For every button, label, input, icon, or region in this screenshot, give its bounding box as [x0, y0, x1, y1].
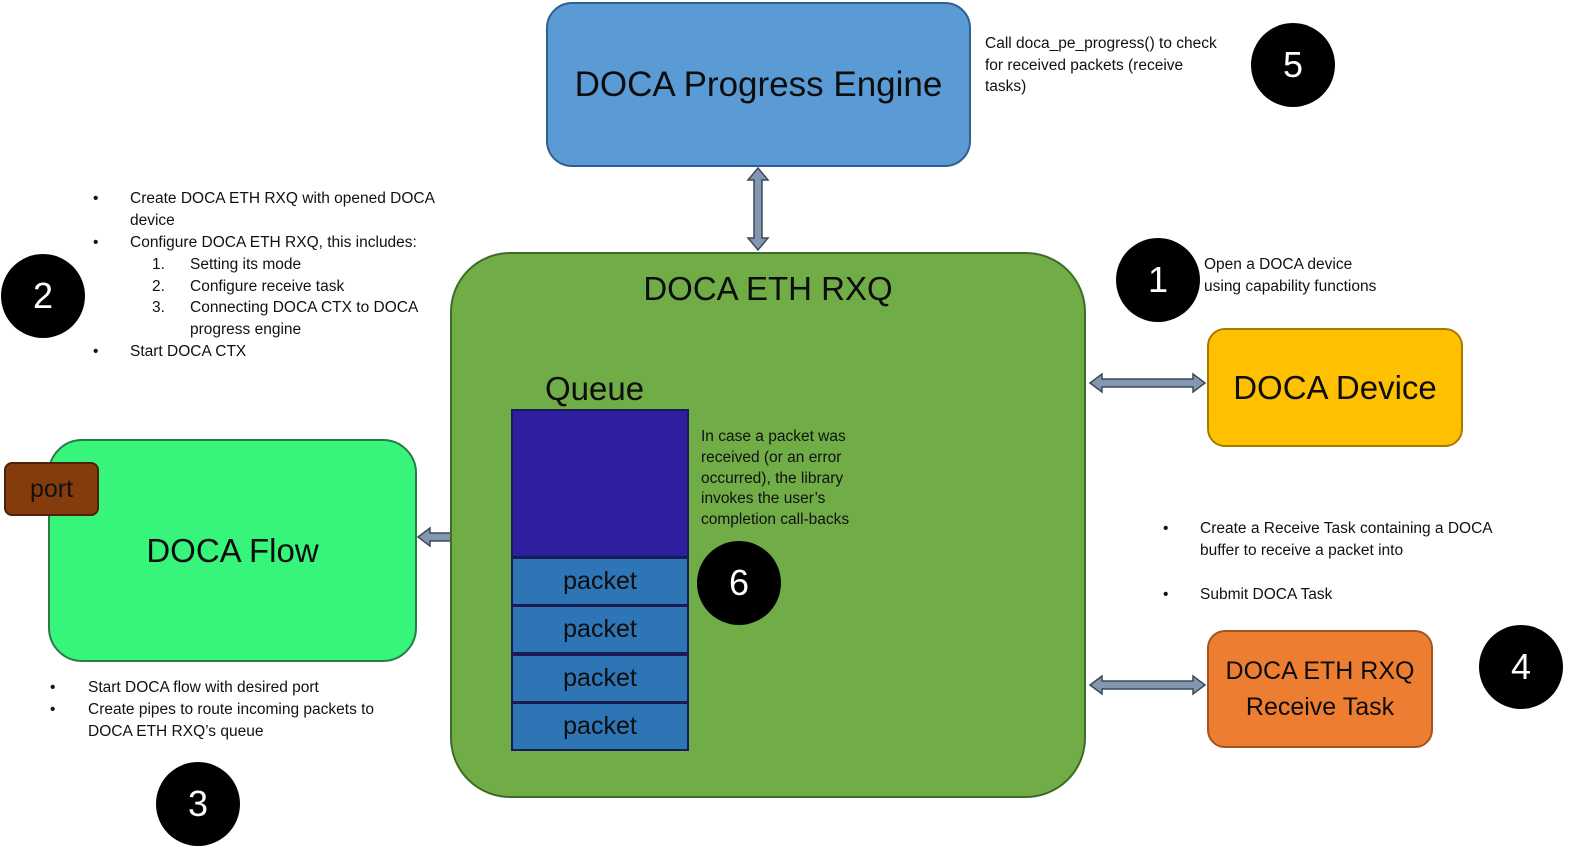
step2-bullet-3: Start DOCA CTX	[130, 343, 247, 360]
step2-item-2: Configure receive task	[190, 278, 345, 295]
bullet-glyph: •	[93, 343, 99, 360]
packet-slot-2: packet	[511, 605, 689, 654]
doca-device-box: DOCA Device	[1207, 328, 1463, 447]
step-badge-number: 5	[1282, 44, 1304, 85]
bullet-glyph: •	[1163, 586, 1169, 603]
step6-note-line: received (or an error	[701, 448, 842, 466]
step6-note-line: completion call-backs	[701, 511, 850, 529]
step2-item-1: Setting its mode	[190, 256, 302, 273]
port-label: port	[29, 474, 74, 503]
packet-label: packet	[563, 567, 637, 595]
step-badge-2: 2	[1, 254, 85, 338]
receive-task-label-line1: DOCA ETH RXQ	[1225, 657, 1415, 685]
bullet-glyph: •	[93, 190, 99, 207]
bullet-glyph: •	[93, 234, 99, 251]
doca-flow-box: DOCA Flow	[48, 439, 417, 662]
bullet-glyph: •	[50, 679, 56, 696]
step2-num-3: 3.	[152, 299, 165, 316]
doca-flow-label: DOCA Flow	[146, 531, 319, 569]
step-badge-number: 3	[187, 783, 209, 824]
step-badge-6: 6	[697, 541, 781, 625]
queue-label: Queue	[545, 370, 645, 407]
step5-note: Call doca_pe_progress() to check for rec…	[985, 33, 1217, 98]
step-badge-1: 1	[1116, 238, 1200, 322]
step-badge-number: 1	[1147, 259, 1169, 300]
step4-bullet-2: Submit DOCA Task	[1200, 586, 1333, 603]
progress-engine-box: DOCA Progress Engine	[546, 2, 971, 167]
packet-label: packet	[563, 664, 637, 692]
step-badge-3: 3	[156, 762, 240, 846]
step2-num-1: 1.	[152, 256, 165, 273]
step-badge-number: 2	[32, 275, 54, 316]
step1-note-line: using capability functions	[1204, 277, 1377, 295]
step1-note: Open a DOCA device using capability func…	[1204, 254, 1376, 297]
step3-bullet-2: Create pipes to route incoming packets t…	[88, 701, 375, 718]
packet-slot-3: packet	[511, 654, 689, 703]
step-badge-number: 6	[728, 562, 750, 603]
packet-slot-1: packet	[511, 557, 689, 606]
step4-bullet-1-cont: buffer to receive a packet into	[1200, 542, 1404, 559]
step1-note-line: Open a DOCA device	[1204, 256, 1353, 273]
step2-bullet-2: Configure DOCA ETH RXQ, this includes:	[130, 234, 417, 251]
eth-rxq-label: DOCA ETH RXQ	[643, 270, 893, 307]
port-box: port	[4, 462, 99, 516]
step2-num-2: 2.	[152, 278, 165, 295]
arrow-pe-rxq	[746, 166, 770, 252]
receive-task-label-line2: Receive Task	[1245, 693, 1395, 721]
receive-task-box: DOCA ETH RXQ Receive Task	[1207, 630, 1433, 748]
arrow-rxq-device	[1088, 372, 1207, 394]
arrow-rxq-task	[1088, 674, 1207, 696]
step3-bullet-2-cont: DOCA ETH RXQ’s queue	[88, 723, 264, 740]
step-badge-number: 4	[1510, 646, 1532, 687]
step5-note-line: tasks)	[985, 78, 1027, 95]
step4-bullet-1: Create a Receive Task containing a DOCA	[1200, 520, 1493, 537]
step3-bullet-1: Start DOCA flow with desired port	[88, 679, 319, 696]
step6-note-line: occurred), the library	[701, 469, 844, 487]
step5-note-line: for received packets (receive	[985, 56, 1184, 74]
queue-buffer	[511, 409, 689, 558]
step2-item-3-cont: progress engine	[190, 321, 302, 338]
bullet-glyph: •	[50, 701, 56, 718]
step6-note-line: In case a packet was	[701, 428, 846, 445]
packet-label: packet	[563, 615, 637, 643]
packet-slot-4: packet	[511, 702, 689, 751]
step6-note: In case a packet was received (or an err…	[701, 427, 849, 531]
step2-item-3: Connecting DOCA CTX to DOCA	[190, 299, 419, 316]
step5-note-line: Call doca_pe_progress() to check	[985, 35, 1217, 52]
step-badge-5: 5	[1251, 23, 1335, 107]
step-badge-4: 4	[1479, 625, 1563, 709]
bullet-glyph: •	[1163, 520, 1169, 537]
doca-device-label: DOCA Device	[1233, 368, 1437, 406]
progress-engine-label: DOCA Progress Engine	[574, 64, 943, 104]
step2-bullet-1: Create DOCA ETH RXQ with opened DOCA	[130, 190, 435, 207]
packet-label: packet	[563, 712, 637, 740]
step6-note-line: invokes the user’s	[701, 490, 826, 508]
step2-bullet-1-cont: device	[130, 212, 175, 229]
